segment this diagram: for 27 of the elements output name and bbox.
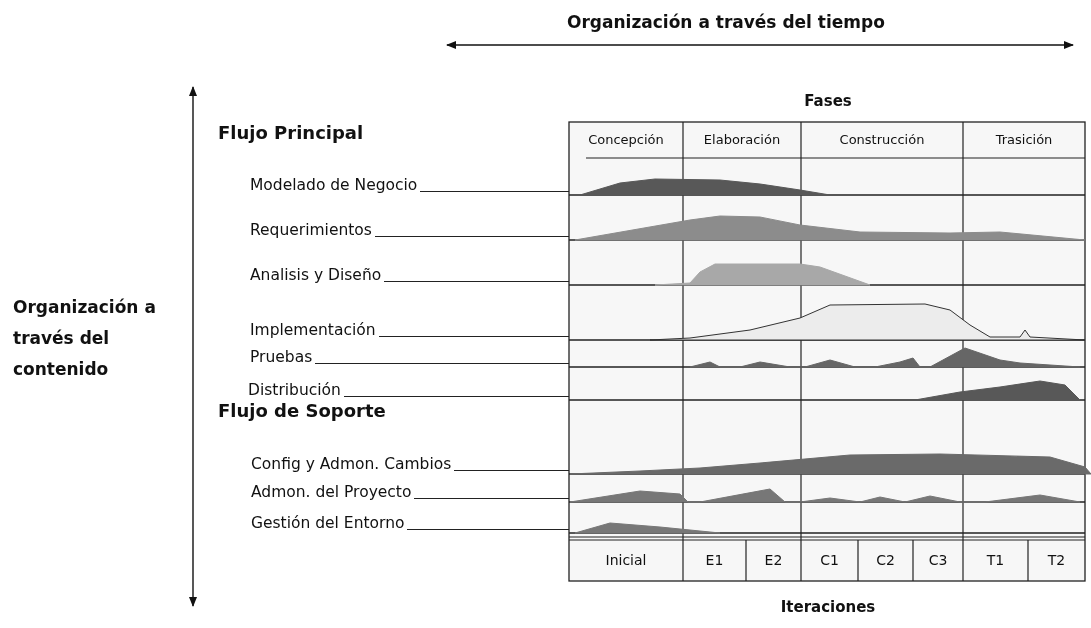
workflow-label: Implementación	[250, 320, 376, 340]
iteration-label: E1	[704, 552, 725, 568]
workflow-label: Distribución	[248, 380, 341, 400]
phase-header: Elaboración	[702, 132, 782, 147]
workflow-label: Config y Admon. Cambios	[251, 454, 452, 474]
workflow-label: Modelado de Negocio	[250, 175, 418, 195]
phase-header: Trasición	[994, 132, 1054, 147]
section-heading: Flujo de Soporte	[218, 400, 386, 421]
iteration-label: C1	[819, 552, 840, 568]
iteration-label: Inicial	[604, 552, 648, 568]
iteration-label: C2	[875, 552, 896, 568]
iteration-label: C3	[927, 552, 949, 568]
iteration-label: T2	[1046, 552, 1067, 568]
axis-title: Organización a través del tiempo	[567, 12, 885, 32]
phase-header: Construcción	[838, 132, 926, 147]
iteration-label: E2	[763, 552, 784, 568]
section-heading: Flujo Principal	[218, 122, 364, 143]
workflow-label: Requerimientos	[250, 220, 372, 240]
workflow-label: Analisis y Diseño	[250, 265, 382, 285]
workflow-label: Gestión del Entorno	[251, 513, 405, 533]
workflow-label: Pruebas	[250, 347, 313, 367]
axis-title: Organización a través del contenido	[13, 296, 157, 381]
workflow-label: Admon. del Proyecto	[251, 482, 412, 502]
axis-title: Fases	[803, 92, 853, 110]
axis-title: Iteraciones	[779, 598, 877, 616]
iteration-label: T1	[985, 552, 1006, 568]
phase-header: Concepción	[587, 132, 665, 147]
